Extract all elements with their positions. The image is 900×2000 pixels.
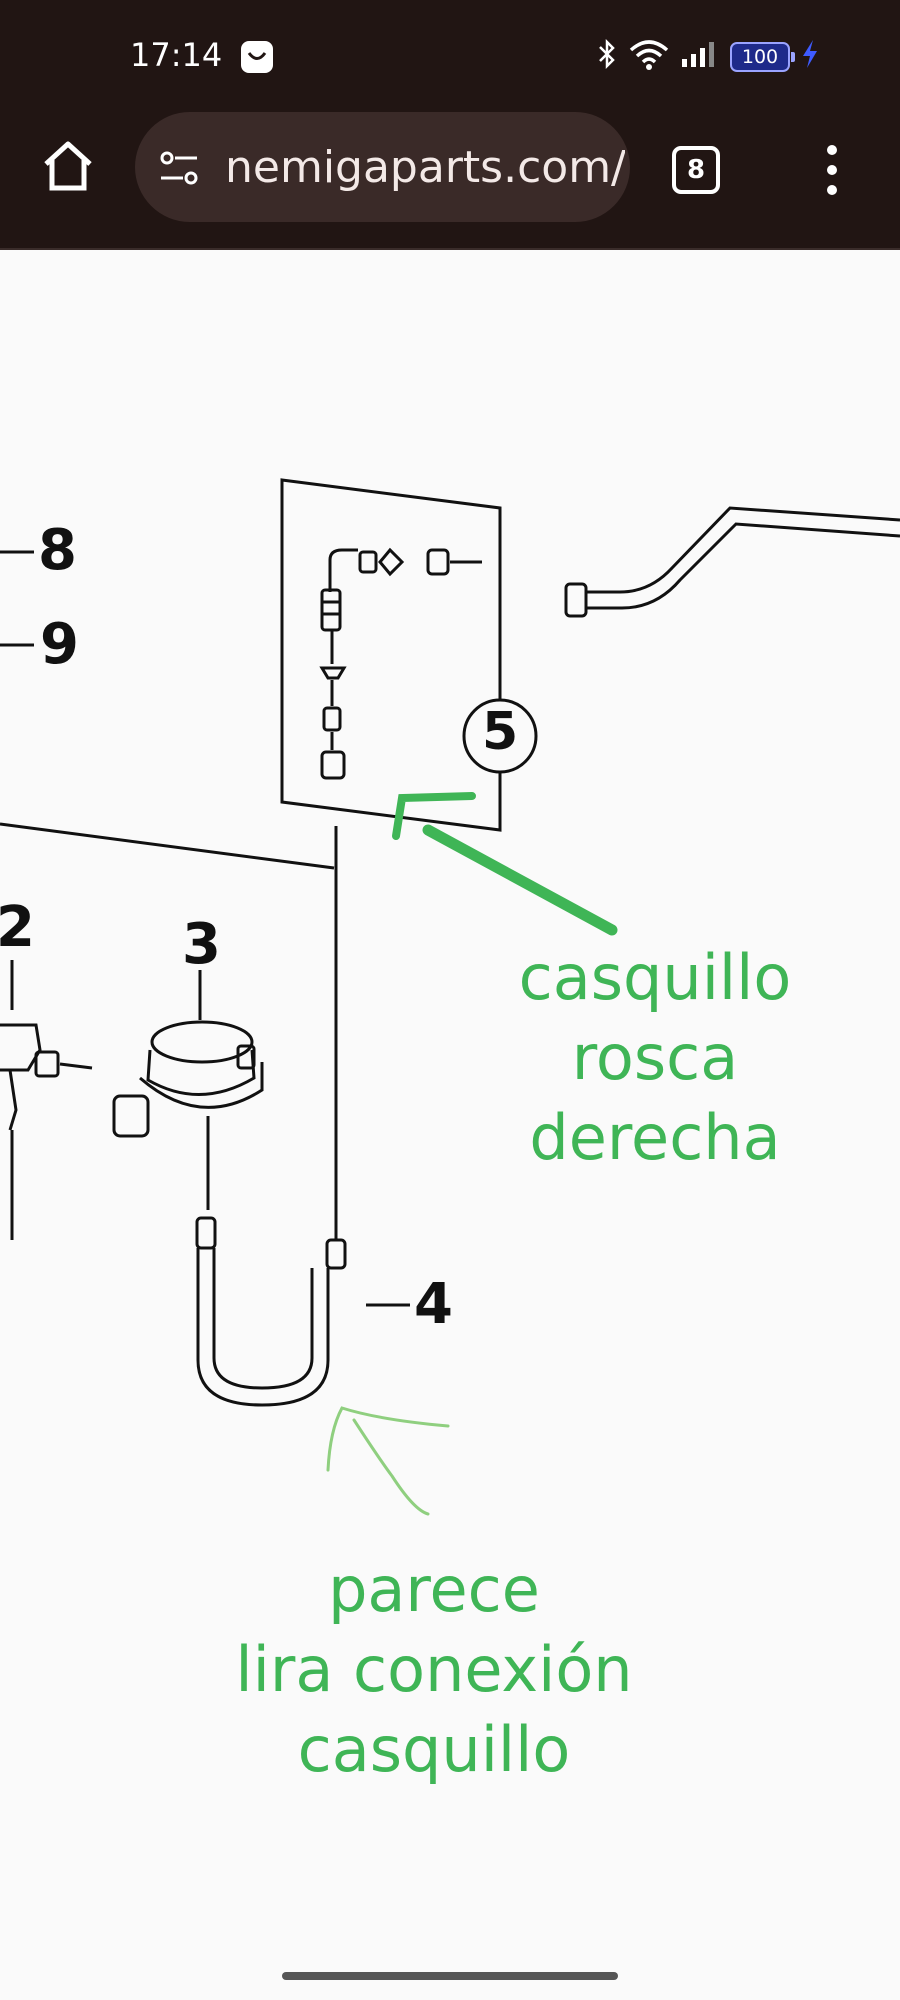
navigation-bar xyxy=(0,1945,900,2000)
callout-2: 2 xyxy=(0,895,35,960)
parts-diagram xyxy=(0,478,900,1516)
gesture-handle[interactable] xyxy=(282,1972,618,1980)
wifi-icon xyxy=(628,38,670,75)
charging-icon xyxy=(800,38,820,75)
battery-icon: 100 xyxy=(730,41,795,72)
signal-icon xyxy=(680,39,720,74)
fittings-kit xyxy=(319,547,482,780)
annotation-bottom-line-2: lira conexión xyxy=(235,1633,633,1706)
callout-9: 9 xyxy=(40,612,79,677)
kit-box xyxy=(280,478,502,832)
hose-part xyxy=(195,1216,410,1407)
notification-app-icon xyxy=(240,40,274,79)
callout-5: 5 xyxy=(482,702,519,762)
callout-3: 3 xyxy=(182,912,221,977)
bluetooth-icon xyxy=(596,38,618,75)
callout-8: 8 xyxy=(38,518,77,583)
home-icon[interactable] xyxy=(38,136,98,196)
annotation-arrow-top xyxy=(392,792,618,936)
site-info-icon[interactable] xyxy=(157,146,203,192)
annotation-bottom: parece lira conexión casquillo xyxy=(214,1550,654,1790)
url-text[interactable]: nemigaparts.com/ xyxy=(225,142,625,193)
annotation-top-line-1: casquillo xyxy=(518,941,792,1014)
tab-switcher-button[interactable]: 8 xyxy=(672,146,720,194)
annotation-bottom-line-3: casquillo xyxy=(297,1713,571,1786)
browser-toolbar: nemigaparts.com/ 8 xyxy=(0,108,900,250)
status-time: 17:14 xyxy=(130,36,223,74)
annotation-bottom-line-1: parece xyxy=(328,1553,540,1626)
status-icons: 100 xyxy=(596,38,820,75)
annotation-top-line-3: derecha xyxy=(529,1101,781,1174)
pipe xyxy=(564,506,900,618)
valve-part xyxy=(0,960,93,1240)
page-content: 8 9 5 2 3 4 casquillo rosca derecha pare… xyxy=(0,250,900,1945)
more-icon[interactable] xyxy=(812,140,852,200)
annotation-top: casquillo rosca derecha xyxy=(485,938,825,1178)
address-bar[interactable]: nemigaparts.com/ xyxy=(135,112,630,222)
callout-4: 4 xyxy=(414,1272,453,1337)
annotation-top-line-2: rosca xyxy=(571,1021,739,1094)
annotation-arrow-bottom xyxy=(326,1406,450,1516)
status-bar: 17:14 100 xyxy=(0,0,900,108)
regulator-part xyxy=(112,970,264,1210)
